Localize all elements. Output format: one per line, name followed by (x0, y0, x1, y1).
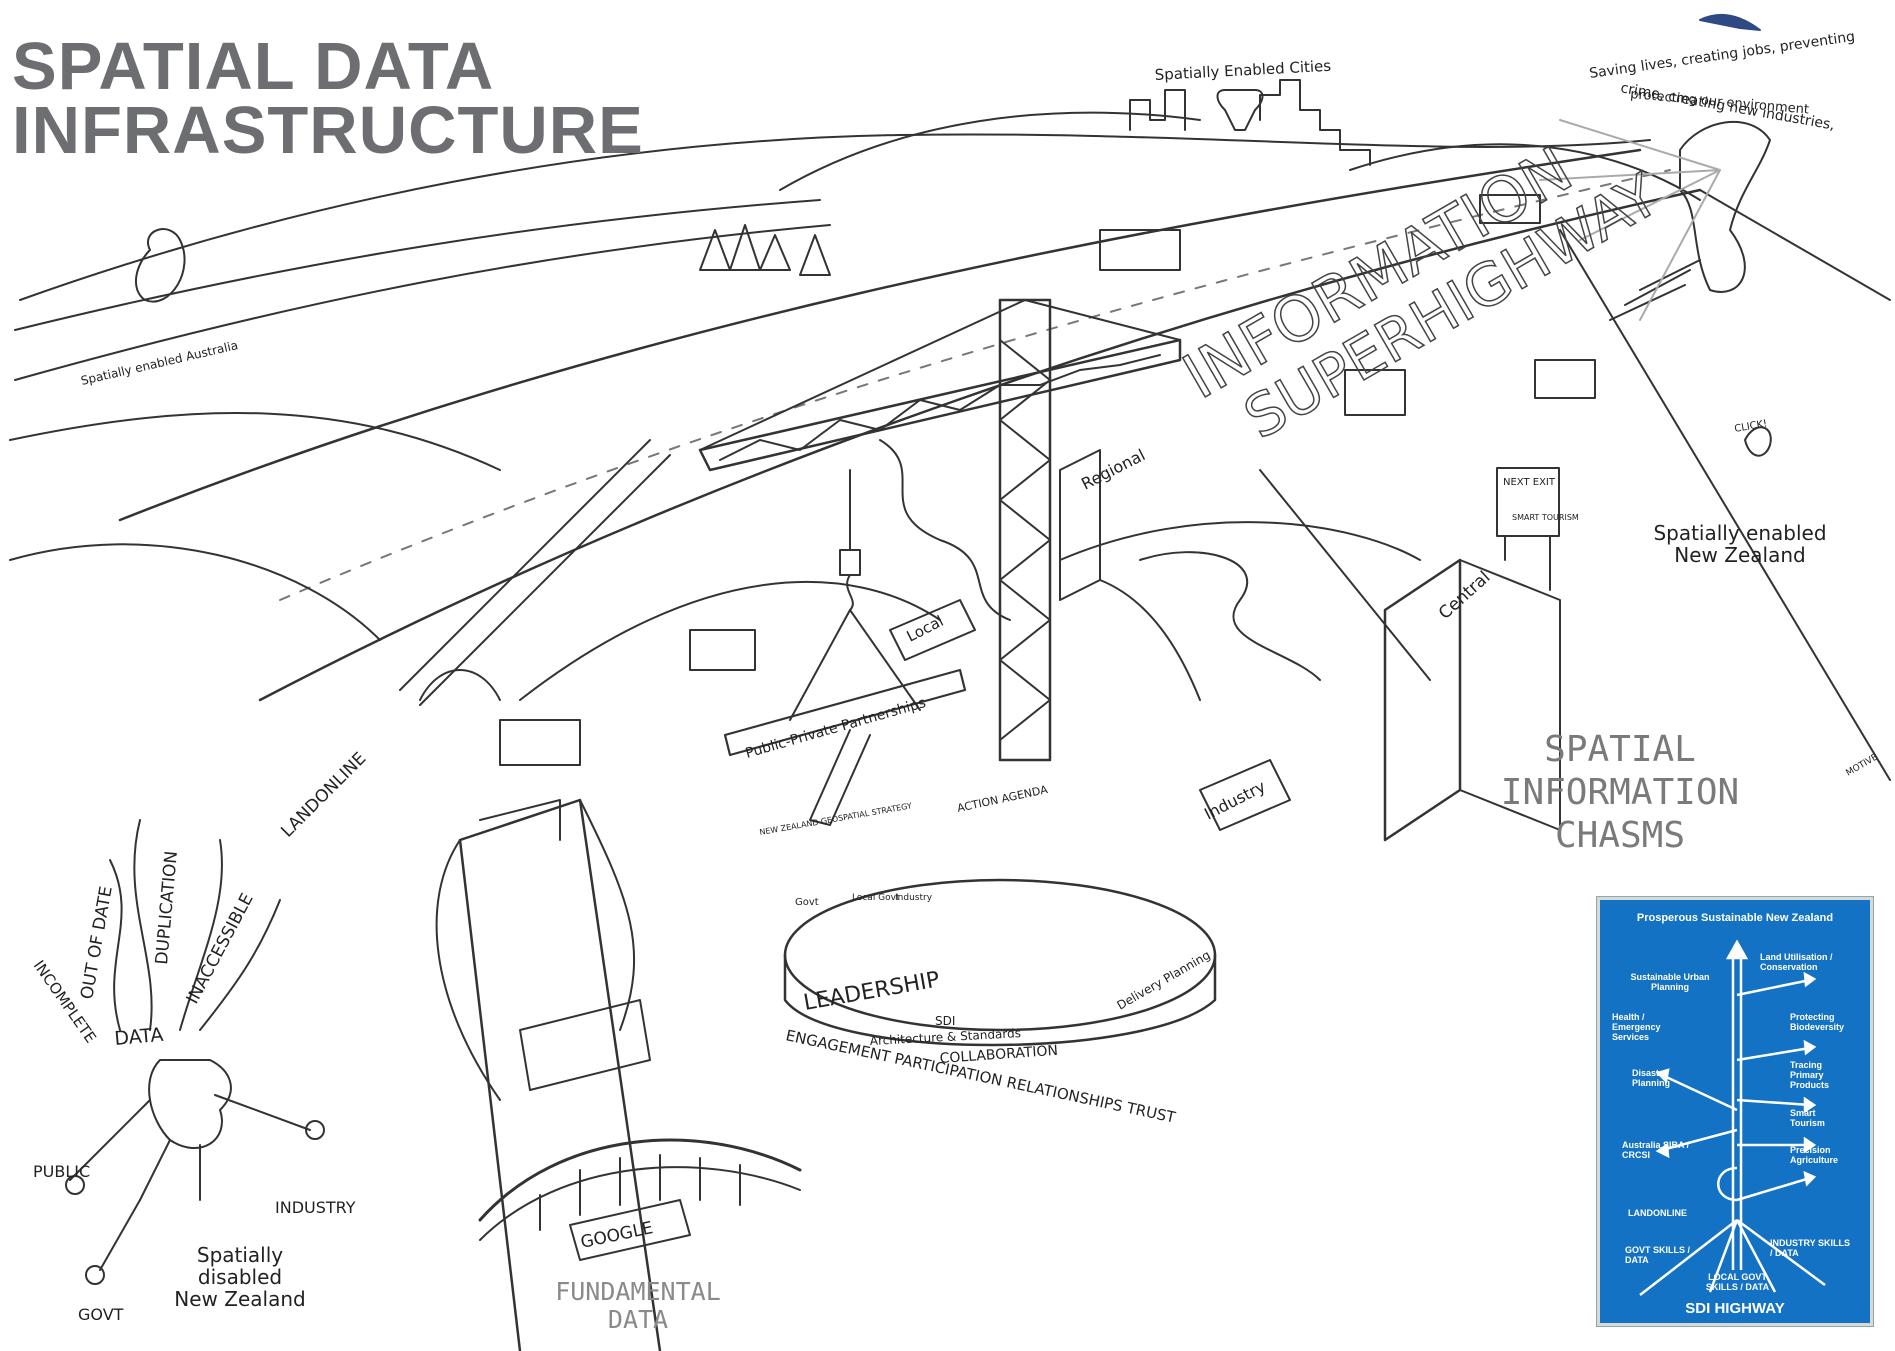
sign-footer: SDI HIGHWAY (1685, 1300, 1785, 1317)
swoosh-logo (1699, 13, 1761, 31)
sign-disaster: Disaster Planning (1632, 1068, 1670, 1088)
sign-govt: GOVT SKILLS / DATA (1625, 1245, 1691, 1265)
industry-person-label: INDUSTRY (275, 1198, 356, 1217)
superhighway-left (118, 148, 1642, 522)
fundamental-line2: DATA (607, 1305, 669, 1334)
sign-land: Land Utilisation / Conservation (1760, 952, 1833, 972)
landonline-label: LANDONLINE (277, 749, 370, 842)
truck-1 (1479, 194, 1541, 224)
australia-label: Spatially enabled Australia (80, 338, 240, 388)
crane-hook (839, 549, 861, 611)
disabled-line2: disabled (197, 1265, 283, 1289)
local-block (889, 599, 976, 661)
title-line1: SPATIAL DATA (12, 29, 495, 104)
sign-protecting: Protecting Biodeversity (1790, 1012, 1845, 1032)
kiwi-icon (1744, 426, 1772, 457)
sign-tracing: Tracing Primary Products (1790, 1060, 1830, 1090)
horizon-hill (19, 133, 1651, 301)
google-label: GOOGLE (579, 1218, 655, 1253)
crane-jib (698, 338, 1182, 472)
slogan-line1: Saving lives, creating jobs, preventing (1588, 29, 1856, 82)
cities-label: Spatially Enabled Cities (1154, 57, 1331, 84)
chasms-line1: SPATIAL (1544, 729, 1696, 770)
sign-australia: Australia SIBA / CRCSI (1622, 1140, 1690, 1160)
sdi-highway-sign: Prosperous Sustainable New Zealand Susta… (1597, 897, 1873, 1326)
ppp-beam (723, 668, 967, 757)
disabled-figure (148, 1059, 232, 1150)
chasms-line3: CHASMS (1554, 815, 1686, 856)
superhighway-right (258, 188, 1702, 702)
central-label: Central (1435, 567, 1494, 623)
disabled-line3: New Zealand (174, 1287, 306, 1311)
nz-strategy-label: NEW ZEALAND GEOSPATIAL STRATEGY (759, 801, 913, 837)
signature-label: MOTIVE (1845, 752, 1880, 778)
govt-sign-label: Govt (795, 897, 819, 908)
smart-tourism-label: SMART TOURISM (1512, 513, 1579, 522)
sign-industry: INDUSTRY SKILLS / DATA (1770, 1238, 1851, 1258)
sign-local-govt: LOCAL GOVT SKILLS / DATA (1705, 1272, 1770, 1292)
arch-bridge-left (419, 669, 501, 701)
industry-block-label: Industry (1201, 777, 1268, 824)
right-edge-2 (1699, 189, 1891, 301)
sign-precision: Precision Agriculture (1790, 1145, 1839, 1165)
crane-tower (998, 298, 1052, 762)
sign-landonline: LANDONLINE (1628, 1208, 1687, 1218)
industry-block (1199, 759, 1291, 831)
flying-figure (1679, 120, 1771, 293)
data-label: DATA (114, 1024, 165, 1050)
far-hill (1349, 143, 1701, 201)
leadership-label: LEADERSHIP (802, 967, 942, 1016)
problem-out-of-date: OUT OF DATE (77, 885, 117, 1001)
truck-2 (1344, 369, 1406, 416)
enabled-nz-line2: New Zealand (1674, 543, 1806, 567)
problem-inaccessible: INACCESSIBLE (183, 890, 258, 1007)
truck-4 (499, 719, 581, 766)
ambulance (1099, 229, 1181, 271)
fundamental-data-caption: FUNDAMENTAL DATA (528, 1278, 748, 1334)
page-title: SPATIAL DATA INFRASTRUCTURE (12, 29, 644, 168)
sign-arrows (1639, 939, 1826, 1296)
public-label: PUBLIC (33, 1162, 90, 1181)
right-edge-1 (1559, 229, 1891, 781)
problem-duplication: DUPLICATION (152, 850, 182, 965)
next-exit-sign (1496, 467, 1560, 537)
disabled-line1: Spatially (196, 1243, 284, 1267)
sign-urban: Sustainable Urban Planning (1630, 972, 1710, 992)
govt-person-label: GOVT (78, 1305, 124, 1324)
fundamental-line1: FUNDAMENTAL (555, 1277, 721, 1306)
sdi-label: SDI (935, 1014, 955, 1028)
chasms-line2: INFORMATION (1500, 772, 1740, 813)
truck-5 (689, 629, 756, 671)
disabled-nz-caption: Spatially disabled New Zealand (160, 1244, 320, 1310)
australia-road-bottom (14, 224, 831, 381)
action-agenda-label: ACTION AGENDA (956, 783, 1049, 815)
fundamental-pillar (458, 798, 662, 1351)
city-skyline (1129, 79, 1371, 166)
local-label: Local (904, 612, 947, 646)
truck-3 (1534, 359, 1596, 399)
koala-icon (134, 228, 186, 303)
title-line2: INFRASTRUCTURE (12, 93, 644, 168)
next-exit-label: NEXT EXIT (1503, 477, 1556, 488)
sign-top: Prosperous Sustainable New Zealand (1636, 912, 1834, 924)
enabled-nz-line1: Spatially enabled (1653, 521, 1827, 545)
australia-road-top (14, 199, 821, 331)
industry-sign-label: Industry (895, 893, 933, 903)
local-govt-sign-label: Local Govt (852, 893, 900, 903)
back-hill (779, 111, 1201, 191)
sign-tourism: Smart Tourism (1790, 1108, 1825, 1128)
google-bridge (478, 1138, 802, 1222)
sign-health: Health / Emergency Services (1612, 1012, 1661, 1042)
enabled-nz-caption: Spatially enabled New Zealand (1640, 522, 1840, 566)
regional-label: Regional (1078, 445, 1148, 493)
chasms-caption: SPATIAL INFORMATION CHASMS (1470, 728, 1770, 857)
